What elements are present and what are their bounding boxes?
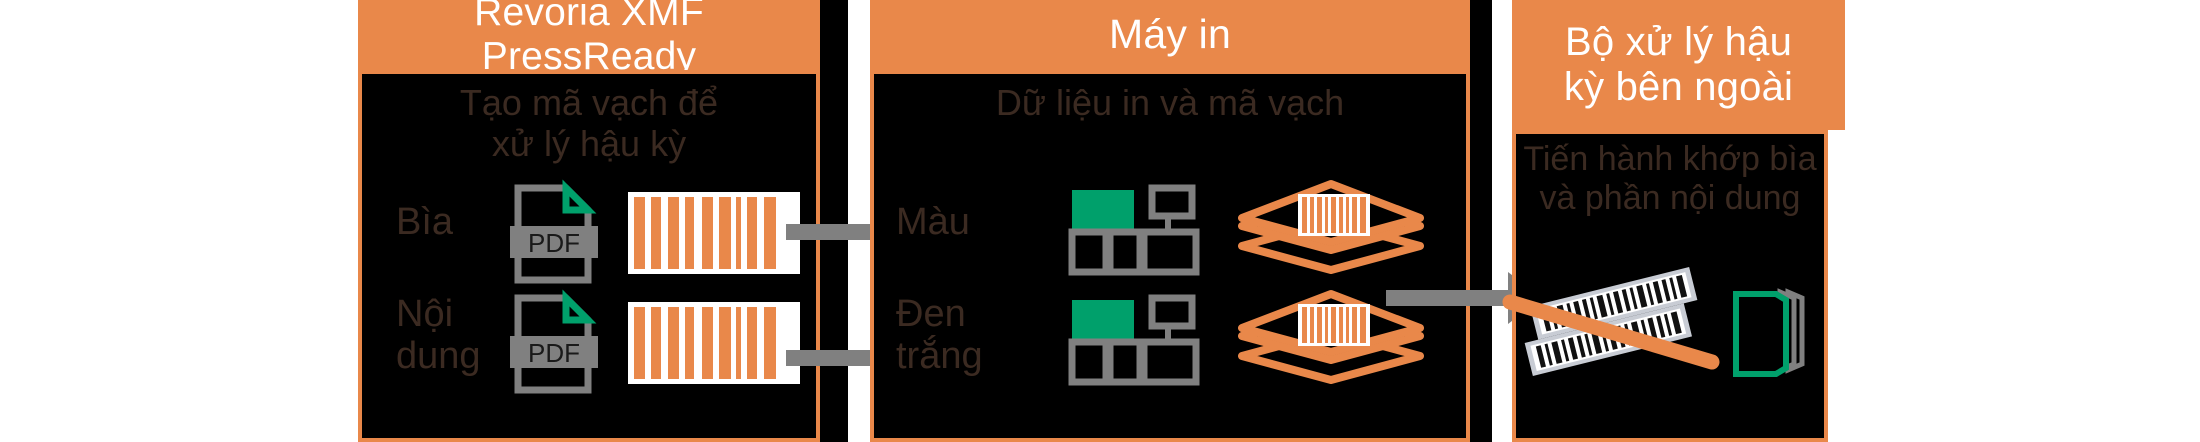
panel-pressready: Revoria XMF PressReady Tạo mã vạch để xử… xyxy=(358,0,820,442)
svg-text:PDF: PDF xyxy=(528,338,580,368)
panel-pressready-body: Tạo mã vạch để xử lý hậu kỳ Bìa PDF xyxy=(358,70,820,442)
svg-text:PDF: PDF xyxy=(528,228,580,258)
panel-postprocessor-header-label: Bộ xử lý hậu kỳ bên ngoài xyxy=(1563,20,1794,109)
printed-stack-with-barcode-icon xyxy=(1236,176,1426,288)
pdf-icon: PDF xyxy=(510,179,598,284)
printed-stack-with-barcode-icon xyxy=(1236,286,1426,398)
barcode-scan-icon xyxy=(1498,266,1724,386)
row-color-label: Màu xyxy=(896,201,970,243)
printer-icon xyxy=(1068,184,1200,280)
bound-book-icon xyxy=(1728,284,1810,380)
panel-printer-subtitle: Dữ liệu in và mã vạch xyxy=(995,82,1345,123)
row-body: Nội dung PDF xyxy=(362,289,816,394)
panel-postprocessor-header: Bộ xử lý hậu kỳ bên ngoài xyxy=(1512,0,1845,130)
row-cover-label: Bìa xyxy=(396,201,454,243)
row-blackwhite: Đen trắng xyxy=(874,290,1466,392)
panel-printer-body: Dữ liệu in và mã vạch Màu xyxy=(870,70,1470,442)
panel-pressready-subtitle: Tạo mã vạch để xử lý hậu kỳ xyxy=(459,82,719,165)
panel-pressready-header: Revoria XMF PressReady xyxy=(358,0,820,78)
panel-printer: Máy in Dữ liệu in và mã vạch Màu xyxy=(870,0,1470,442)
panel-postprocessor: Bộ xử lý hậu kỳ bên ngoài Tiến hành khớp… xyxy=(1502,0,1845,442)
panel-printer-header: Máy in xyxy=(870,0,1470,70)
row-binding xyxy=(1502,254,1824,394)
panel-pressready-header-label: Revoria XMF PressReady xyxy=(474,0,704,78)
panel-gap-1 xyxy=(820,0,848,442)
pdf-icon: PDF xyxy=(510,289,598,394)
barcode-icon xyxy=(628,192,800,274)
row-cover: Bìa PDF xyxy=(362,179,816,284)
barcode-icon xyxy=(628,302,800,384)
row-color: Màu xyxy=(874,180,1466,282)
row-blackwhite-label: Đen trắng xyxy=(896,293,983,377)
printer-icon xyxy=(1068,294,1200,390)
panel-postprocessor-body: Tiến hành khớp bìa và phần nội dung xyxy=(1502,130,1828,442)
row-body-label: Nội dung xyxy=(396,293,481,377)
panel-postprocessor-subtitle: Tiến hành khớp bìa và phần nội dung xyxy=(1523,140,1817,217)
panel-printer-header-label: Máy in xyxy=(1109,11,1231,58)
